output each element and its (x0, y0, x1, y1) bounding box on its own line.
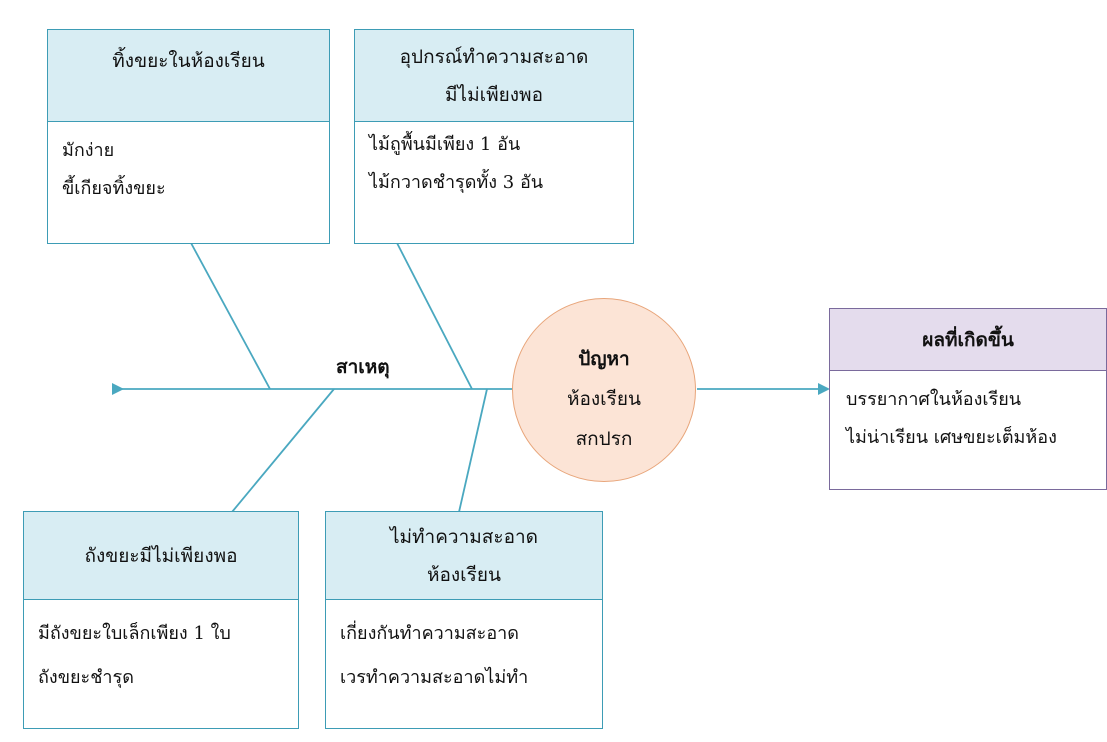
cause-title-line: ห้องเรียน (426, 564, 502, 586)
cause-items: มักง่าย ขี้เกียจทิ้งขยะ (48, 122, 329, 208)
effect-item: บรรยากาศในห้องเรียน (846, 389, 1022, 410)
effect-title: ผลที่เกิดขึ้น (830, 309, 1106, 371)
cause-items: ไม้ถูพื้นมีเพียง 1 อัน ไม้กวาดชำรุดทั้ง … (355, 122, 633, 202)
effect-arrowhead (818, 383, 830, 395)
cause-title: ไม่ทำความสะอาด ห้องเรียน (326, 512, 602, 600)
cause-item: มักง่าย (62, 140, 115, 161)
spine-tail-arrow (112, 383, 124, 395)
cause-item: มีถังขยะใบเล็กเพียง 1 ใบ (38, 623, 231, 644)
bone-top-right (396, 242, 473, 390)
cause-item: เวรทำความสะอาดไม่ทำ (340, 667, 529, 688)
problem-line: สกปรก (575, 428, 633, 450)
bone-bottom-left (231, 388, 335, 513)
cause-item: ไม้กวาดชำรุดทั้ง 3 อัน (369, 172, 544, 193)
cause-title: อุปกรณ์ทำความสะอาด มีไม่เพียงพอ (355, 30, 633, 122)
cause-item: ถังขยะชำรุด (38, 667, 134, 688)
cause-items: มีถังขยะใบเล็กเพียง 1 ใบ ถังขยะชำรุด (24, 600, 298, 700)
cause-box-bottom-left: ถังขยะมีไม่เพียงพอ มีถังขยะใบเล็กเพียง 1… (23, 511, 299, 729)
bone-top-left (190, 242, 271, 390)
cause-box-top-left: ทิ้งขยะในห้องเรียน มักง่าย ขี้เกียจทิ้งข… (47, 29, 330, 244)
effect-items: บรรยากาศในห้องเรียน ไม่น่าเรียน เศษขยะเต… (830, 371, 1106, 457)
problem-title: ปัญหา (578, 348, 630, 370)
bone-bottom-right (458, 388, 488, 513)
cause-item: เกี่ยงกันทำความสะอาด (340, 623, 519, 644)
cause-title: ทิ้งขยะในห้องเรียน (48, 30, 329, 122)
cause-title-line: ไม่ทำความสะอาด (389, 526, 539, 548)
effect-box: ผลที่เกิดขึ้น บรรยากาศในห้องเรียน ไม่น่า… (829, 308, 1107, 490)
spine-label: สาเหตุ (336, 356, 390, 378)
cause-title-line: มีไม่เพียงพอ (445, 84, 543, 106)
cause-box-bottom-right: ไม่ทำความสะอาด ห้องเรียน เกี่ยงกันทำความ… (325, 511, 603, 729)
problem-line: ห้องเรียน (566, 388, 642, 410)
cause-items: เกี่ยงกันทำความสะอาด เวรทำความสะอาดไม่ทำ (326, 600, 602, 700)
cause-title: ถังขยะมีไม่เพียงพอ (24, 512, 298, 600)
cause-title-line: อุปกรณ์ทำความสะอาด (399, 46, 589, 68)
cause-item: ไม้ถูพื้นมีเพียง 1 อัน (369, 134, 521, 155)
cause-box-top-right: อุปกรณ์ทำความสะอาด มีไม่เพียงพอ ไม้ถูพื้… (354, 29, 634, 244)
problem-circle: ปัญหา ห้องเรียน สกปรก (512, 298, 696, 482)
effect-item: ไม่น่าเรียน เศษขยะเต็มห้อง (846, 427, 1057, 448)
cause-item: ขี้เกียจทิ้งขยะ (62, 178, 166, 199)
